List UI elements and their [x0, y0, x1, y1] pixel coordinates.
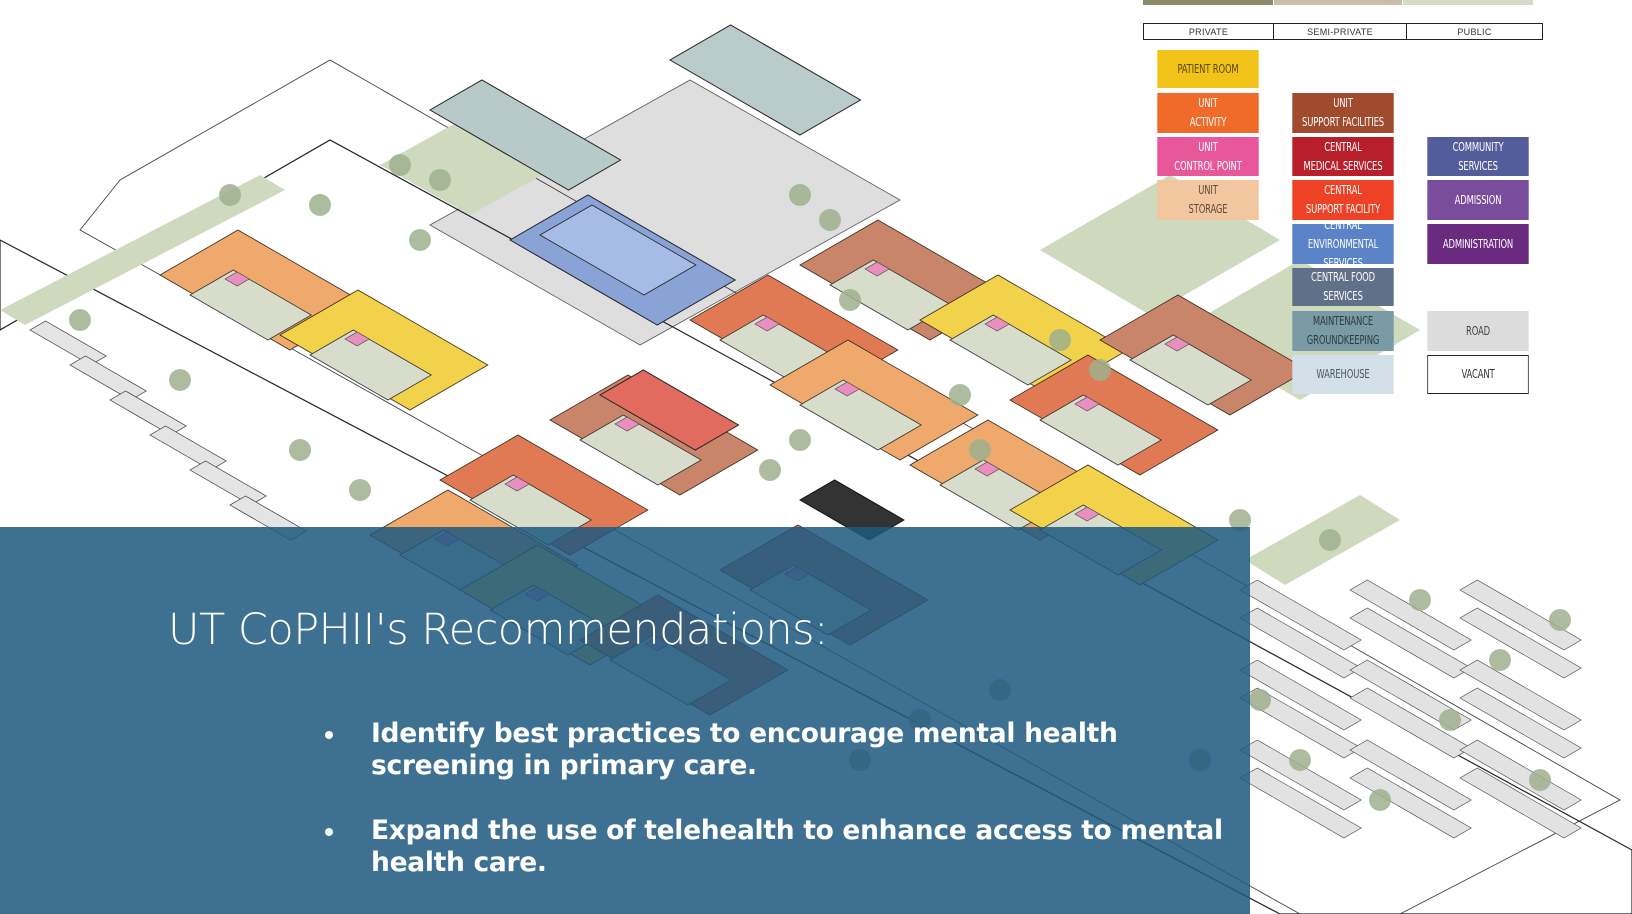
legend-label: ADMISSION — [1454, 192, 1502, 207]
parking-lots — [29, 320, 1582, 839]
legend-vacant: VACANT — [1427, 355, 1529, 394]
recommendation-text: Identify best practices to encourage men… — [371, 718, 1118, 781]
legend-admission: ADMISSION — [1427, 180, 1529, 220]
legend-topbar-public — [1403, 0, 1533, 5]
legend-administration: ADMINISTRATION — [1427, 224, 1529, 264]
legend-unit-support: UNIT SUPPORT FACILITIES — [1292, 93, 1394, 133]
legend-label: UNIT STORAGE — [1188, 183, 1228, 216]
legend-label: UNIT CONTROL POINT — [1174, 139, 1242, 173]
legend-label: CENTRAL ENVIRONMENTAL SERVICES — [1307, 217, 1379, 270]
road-network — [0, 59, 1632, 914]
recommendation-item: Identify best practices to encourage men… — [325, 718, 1225, 782]
legend-topbar-semi — [1274, 0, 1402, 5]
legend-label: UNIT ACTIVITY — [1189, 96, 1227, 129]
legend-header-semi-private: SEMI-PRIVATE — [1273, 23, 1407, 40]
recommendations-title: UT CoPHII's Recommendations: — [168, 605, 829, 655]
legend-label: ROAD — [1466, 323, 1490, 338]
legend-warehouse: WAREHOUSE — [1292, 355, 1394, 394]
legend-central-support: CENTRAL SUPPORT FACILITY — [1292, 180, 1394, 220]
recommendations-panel — [0, 527, 1250, 914]
legend-header-public: PUBLIC — [1406, 23, 1543, 40]
legend-label: PATIENT ROOM — [1177, 61, 1239, 76]
legend-topbar-private — [1143, 0, 1273, 5]
legend-label: ADMINISTRATION — [1442, 236, 1514, 251]
legend-label: CENTRAL FOOD SERVICES — [1311, 270, 1375, 303]
legend-label: UNIT SUPPORT FACILITIES — [1302, 96, 1384, 129]
legend-unit-control-point: UNIT CONTROL POINT — [1157, 137, 1259, 176]
program-legend: PRIVATE SEMI-PRIVATE PUBLIC PATIENT ROOM… — [1143, 0, 1543, 400]
legend-central-medical: CENTRAL MEDICAL SERVICES — [1292, 137, 1394, 176]
legend-label: MAINTENANCE GROUNDKEEPING — [1306, 314, 1380, 347]
legend-label: CENTRAL SUPPORT FACILITY — [1305, 183, 1381, 216]
recommendation-item: Expand the use of telehealth to enhance … — [325, 815, 1225, 879]
bullet-icon — [325, 731, 333, 739]
legend-maintenance: MAINTENANCE GROUNDKEEPING — [1292, 311, 1394, 351]
bullet-icon — [325, 828, 333, 836]
legend-label: CENTRAL MEDICAL SERVICES — [1303, 139, 1383, 173]
legend-label: WAREHOUSE — [1316, 367, 1370, 381]
legend-label: COMMUNITY SERVICES — [1452, 139, 1504, 173]
recommendations-list: Identify best practices to encourage men… — [325, 718, 1225, 912]
legend-label: VACANT — [1461, 367, 1495, 381]
legend-unit-storage: UNIT STORAGE — [1157, 180, 1259, 220]
legend-patient-room: PATIENT ROOM — [1157, 50, 1259, 88]
legend-road: ROAD — [1427, 311, 1529, 351]
legend-community-services: COMMUNITY SERVICES — [1427, 137, 1529, 176]
legend-central-food: CENTRAL FOOD SERVICES — [1292, 268, 1394, 306]
legend-unit-activity: UNIT ACTIVITY — [1157, 93, 1259, 133]
recommendation-text: Expand the use of telehealth to enhance … — [371, 815, 1223, 878]
legend-header-private: PRIVATE — [1143, 23, 1274, 40]
legend-central-environmental: CENTRAL ENVIRONMENTAL SERVICES — [1292, 218, 1394, 270]
